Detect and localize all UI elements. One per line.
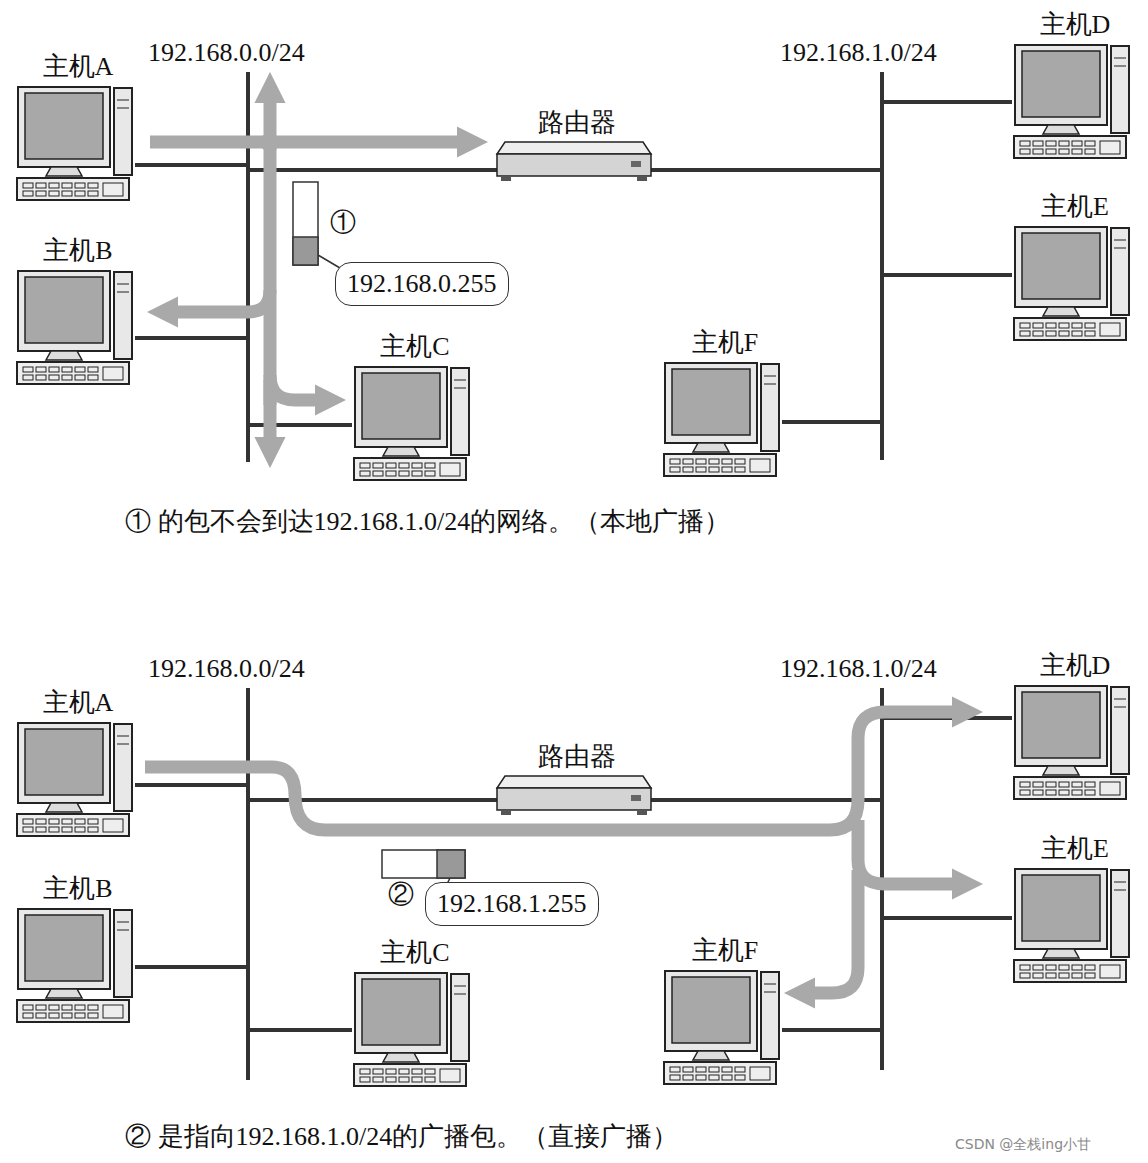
- broadcast-address: 192.168.0.255: [347, 267, 497, 301]
- callout-number: ①: [330, 206, 356, 240]
- network-address: 192.168.0.0/24: [148, 652, 305, 686]
- computer-icon: [352, 970, 472, 1088]
- host-name: 主机A: [15, 50, 141, 84]
- watermark: CSDN @全栈ing小甘: [955, 1135, 1091, 1153]
- host-computer: 主机B: [15, 872, 141, 1024]
- address-callout: 192.168.1.255: [425, 882, 599, 926]
- computer-icon: [662, 968, 782, 1086]
- host-name: 主机A: [15, 686, 141, 720]
- router-name: 路由器: [495, 740, 659, 774]
- network-wires: [135, 72, 1012, 462]
- host-computer: 主机E: [1012, 832, 1138, 984]
- host-computer: 主机F: [662, 326, 788, 478]
- host-name: 主机C: [352, 936, 478, 970]
- computer-icon: [1012, 683, 1132, 801]
- host-name: 主机F: [662, 934, 788, 968]
- broadcast-address: 192.168.1.255: [437, 887, 587, 921]
- router-icon: [495, 774, 653, 818]
- host-computer: 主机E: [1012, 190, 1138, 342]
- computer-icon: [15, 906, 135, 1024]
- computer-icon: [662, 360, 782, 478]
- host-computer: 主机D: [1012, 649, 1138, 801]
- network-address: 192.168.1.0/24: [780, 652, 937, 686]
- caption-text: ① 的包不会到达192.168.1.0/24的网络。（本地广播）: [125, 505, 730, 539]
- address-callout: 192.168.0.255: [335, 262, 509, 306]
- host-computer: 主机D: [1012, 8, 1138, 160]
- host-computer: 主机C: [352, 330, 478, 482]
- host-name: 主机B: [15, 234, 141, 268]
- host-computer: 主机B: [15, 234, 141, 386]
- host-computer: 主机F: [662, 934, 788, 1086]
- host-name: 主机E: [1012, 190, 1138, 224]
- computer-icon: [352, 364, 472, 482]
- router: 路由器: [495, 106, 659, 184]
- host-name: 主机D: [1012, 649, 1138, 683]
- network-address: 192.168.1.0/24: [780, 36, 937, 70]
- host-computer: 主机C: [352, 936, 478, 1088]
- host-name: 主机B: [15, 872, 141, 906]
- router-name: 路由器: [495, 106, 659, 140]
- computer-icon: [15, 84, 135, 202]
- host-name: 主机C: [352, 330, 478, 364]
- host-computer: 主机A: [15, 686, 141, 838]
- computer-icon: [15, 268, 135, 386]
- caption-text: ② 是指向192.168.1.0/24的广播包。（直接广播）: [125, 1120, 678, 1154]
- computer-icon: [1012, 866, 1132, 984]
- computer-icon: [1012, 224, 1132, 342]
- host-name: 主机D: [1012, 8, 1138, 42]
- network-wires: [135, 688, 1012, 1080]
- host-name: 主机E: [1012, 832, 1138, 866]
- network-address: 192.168.0.0/24: [148, 36, 305, 70]
- computer-icon: [15, 720, 135, 838]
- host-name: 主机F: [662, 326, 788, 360]
- router: 路由器: [495, 740, 659, 818]
- router-icon: [495, 140, 653, 184]
- computer-icon: [1012, 42, 1132, 160]
- host-computer: 主机A: [15, 50, 141, 202]
- callout-number: ②: [388, 878, 414, 912]
- broadcast-flow: [145, 712, 955, 993]
